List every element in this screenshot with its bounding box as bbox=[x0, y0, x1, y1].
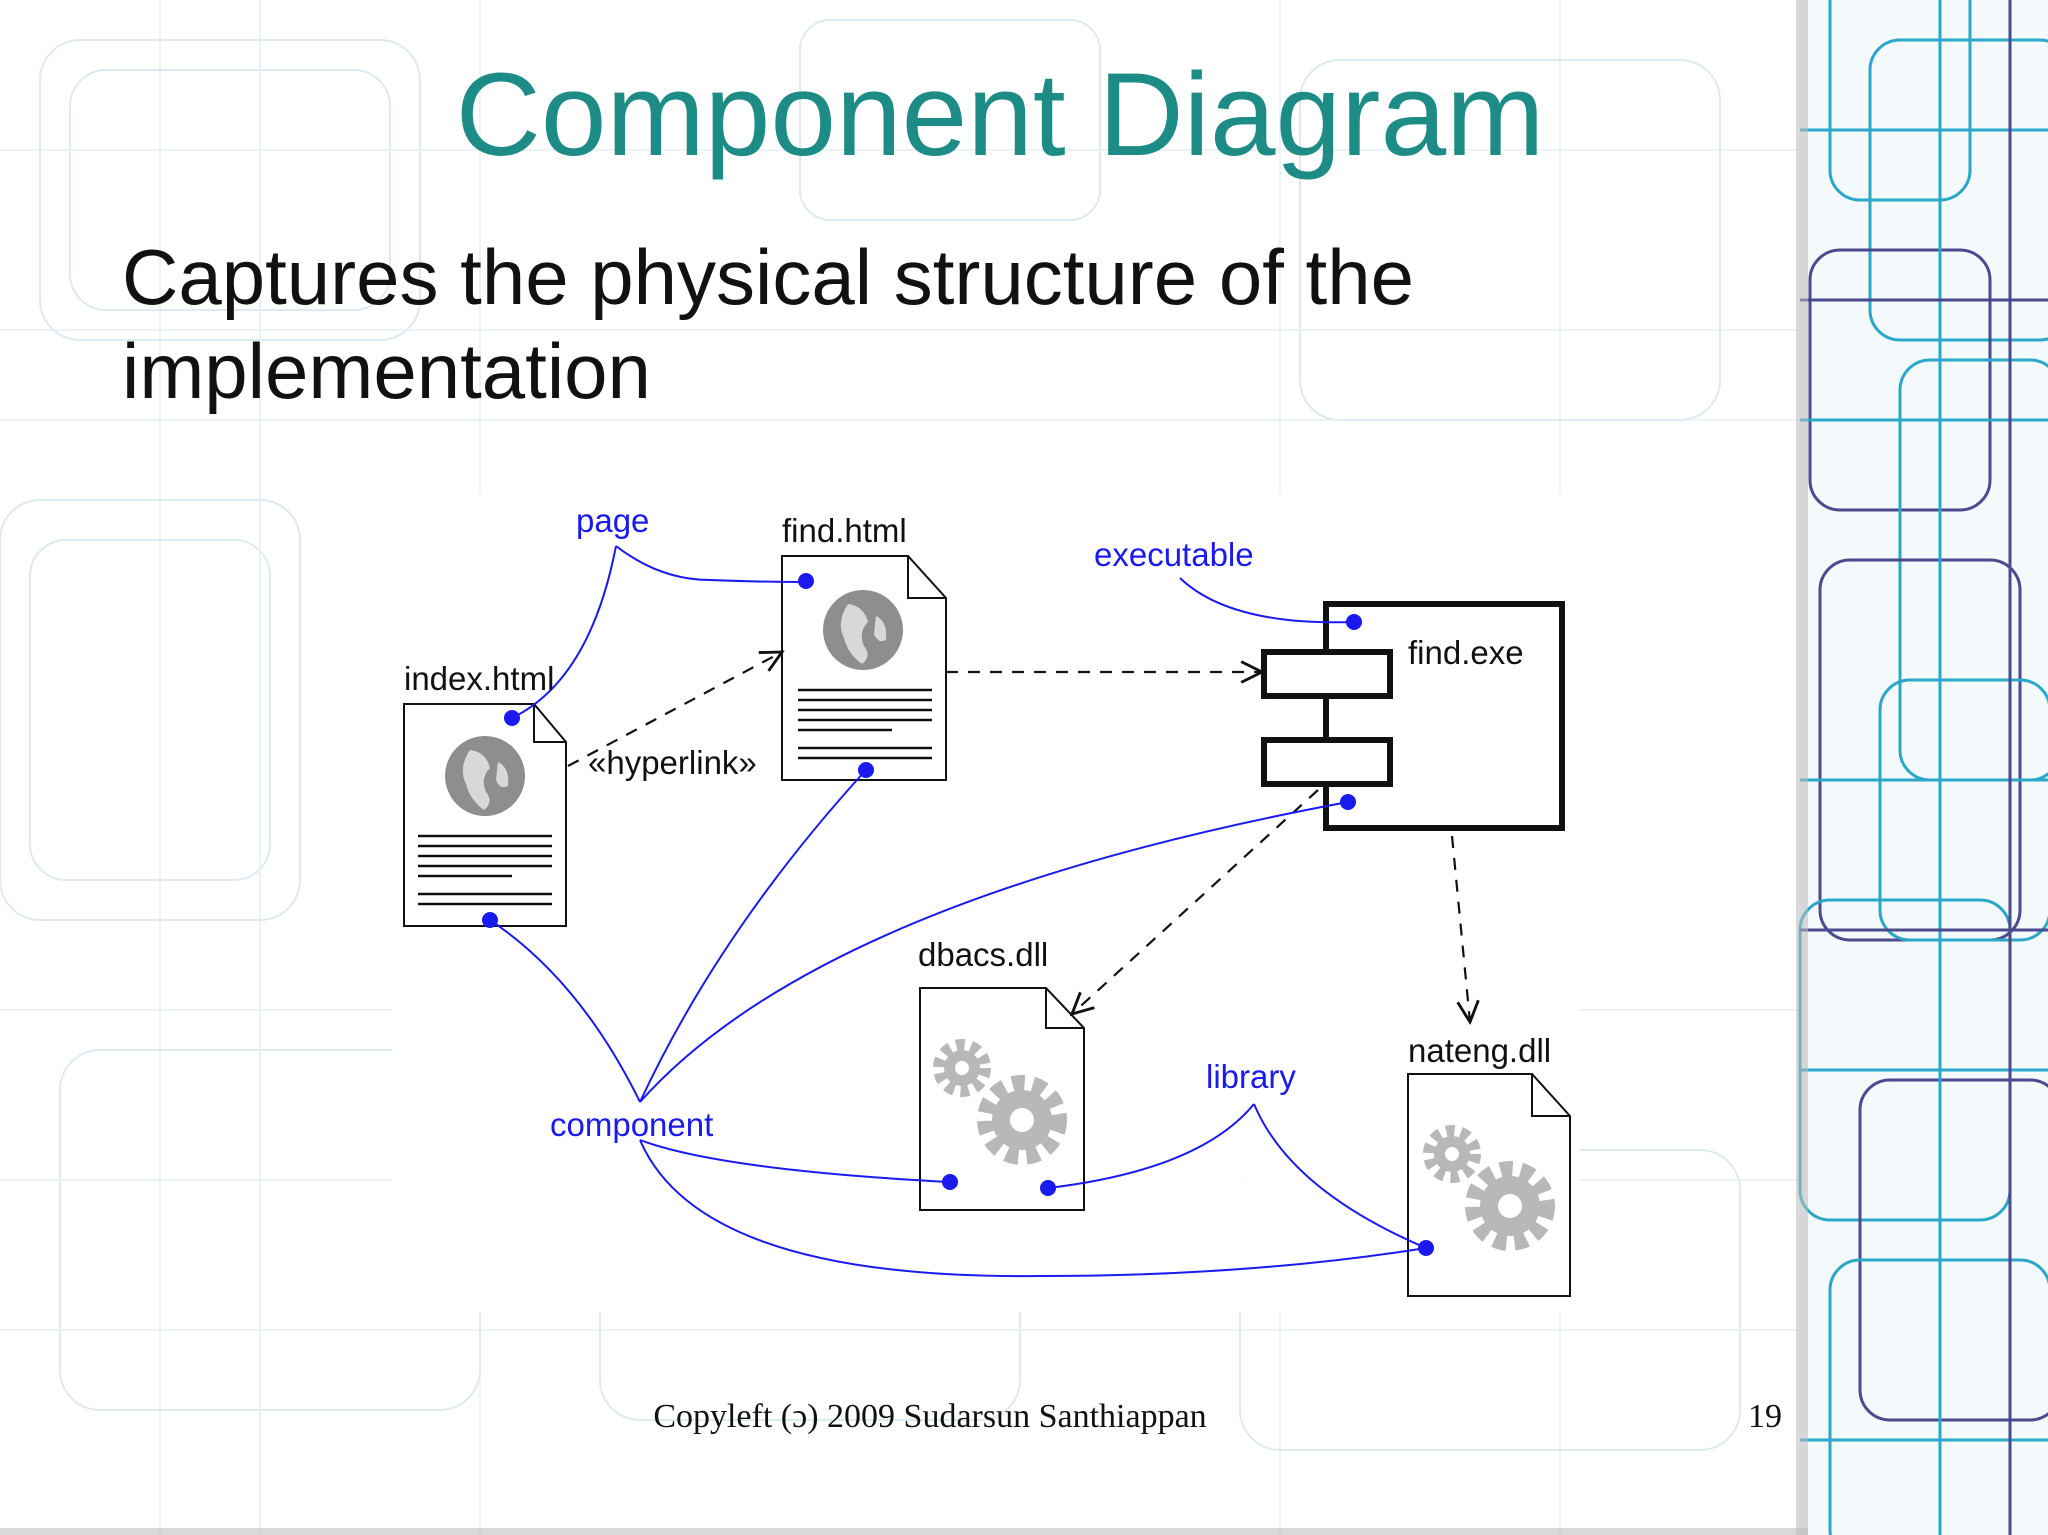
dependency-hyperlink-arrow bbox=[567, 652, 782, 767]
component-dbacs-dll bbox=[919, 987, 1085, 1211]
note-library-to-dbacs-curve bbox=[1047, 1103, 1255, 1189]
note-component-to-nateng-curve bbox=[639, 1139, 1427, 1278]
note-page-to-index-curve bbox=[511, 545, 617, 719]
attach-point-dbacs-left bbox=[942, 1174, 958, 1190]
slide-footer: Copyleft (ɔ) 2009 Sudarsun Santhiappan bbox=[653, 1398, 1207, 1435]
note-page: page bbox=[576, 502, 649, 539]
attach-point-index-bottom bbox=[482, 912, 498, 928]
gears-icon bbox=[933, 1039, 1067, 1165]
label-hyperlink-stereotype: «hyperlink» bbox=[588, 744, 757, 781]
body-line-2: implementation bbox=[122, 327, 651, 415]
text-lines-icon bbox=[418, 834, 552, 906]
note-component-to-exe-curve bbox=[639, 801, 1349, 1103]
label-find-html: find.html bbox=[782, 512, 907, 549]
globe-icon bbox=[823, 590, 903, 670]
slide-title: Component Diagram bbox=[455, 49, 1545, 181]
attach-point-find-bottom bbox=[858, 762, 874, 778]
attach-point-index-top bbox=[504, 710, 520, 726]
label-find-exe: find.exe bbox=[1408, 634, 1524, 671]
component-index-html bbox=[403, 703, 567, 927]
attach-point-nateng bbox=[1418, 1240, 1434, 1256]
note-executable: executable bbox=[1094, 536, 1254, 573]
note-library: library bbox=[1206, 1058, 1296, 1095]
slide-body: Captures the physical structure of the i… bbox=[122, 230, 1722, 418]
note-component-to-find-curve bbox=[639, 769, 867, 1103]
note-component: component bbox=[550, 1106, 713, 1143]
attach-point-dbacs-right bbox=[1040, 1180, 1056, 1196]
note-executable-curve bbox=[1179, 577, 1355, 624]
body-line-1: Captures the physical structure of the bbox=[122, 233, 1414, 321]
globe-icon bbox=[445, 736, 525, 816]
label-index-html: index.html bbox=[404, 660, 554, 697]
gears-icon bbox=[1423, 1125, 1555, 1251]
note-library-to-nateng-curve bbox=[1253, 1103, 1427, 1249]
component-nateng-dll bbox=[1407, 1073, 1571, 1297]
note-component-to-index-curve bbox=[489, 919, 641, 1103]
dependency-findexe-nateng-arrow bbox=[1450, 835, 1470, 1022]
slide-page-number: 19 bbox=[1748, 1398, 1782, 1435]
attach-point-exe-bottom bbox=[1340, 794, 1356, 810]
note-page-to-find-curve bbox=[615, 545, 807, 583]
note-component-to-dbacs-curve bbox=[639, 1139, 951, 1183]
component-find-html bbox=[781, 555, 947, 781]
component-find-exe bbox=[1261, 601, 1565, 831]
text-lines-icon bbox=[798, 688, 932, 760]
attach-point-exe-top bbox=[1346, 614, 1362, 630]
label-nateng-dll: nateng.dll bbox=[1408, 1032, 1551, 1069]
dependency-findexe-dbacs-arrow bbox=[1072, 789, 1319, 1014]
attach-point-find-top bbox=[798, 573, 814, 589]
label-dbacs-dll: dbacs.dll bbox=[918, 936, 1048, 973]
